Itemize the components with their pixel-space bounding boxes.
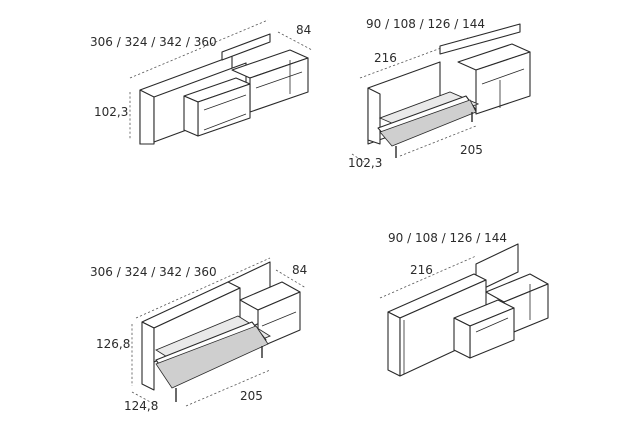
view-single-bed-closed: 90 / 108 / 126 / 144 216 xyxy=(379,231,549,377)
depth-dimension-label: 216 xyxy=(410,263,433,277)
length-dimension-label: 205 xyxy=(240,389,263,403)
height-dimension-label: 102,3 xyxy=(348,156,382,170)
width-dimension-label: 90 / 108 / 126 / 144 xyxy=(388,231,507,245)
view-double-bed-open: 306 / 324 / 342 / 360 84 126,8 124,8 205 xyxy=(90,257,307,413)
height-dimension-label: 102,3 xyxy=(94,105,128,119)
bed-depth-dimension-label: 124,8 xyxy=(124,399,158,413)
depth-dimension-label: 84 xyxy=(296,23,311,37)
view-bed-closed-with-shelf: 306 / 324 / 342 / 360 84 102,3 xyxy=(90,19,313,145)
width-dimension-label: 306 / 324 / 342 / 360 xyxy=(90,265,217,279)
depth-dimension-label: 216 xyxy=(374,51,397,65)
depth-dimension-label: 84 xyxy=(292,263,307,277)
view-single-bed-open: 90 / 108 / 126 / 144 216 205 102,3 xyxy=(348,17,531,170)
width-dimension-label: 90 / 108 / 126 / 144 xyxy=(366,17,485,31)
length-dimension-label: 205 xyxy=(460,143,483,157)
height-dimension-label: 126,8 xyxy=(96,337,130,351)
width-dimension-label: 306 / 324 / 342 / 360 xyxy=(90,35,217,49)
